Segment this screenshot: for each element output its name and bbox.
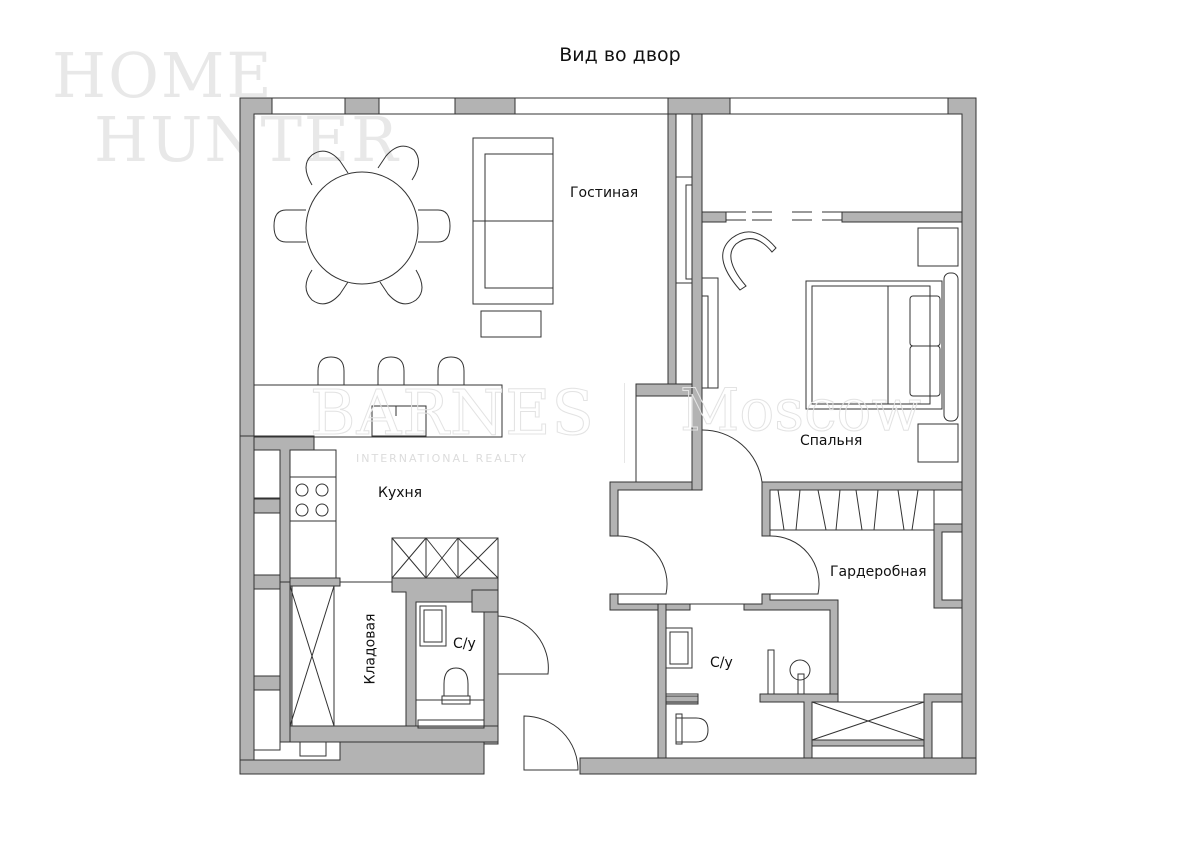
bottom-wall-left [239,741,485,775]
wc1-notch [471,589,499,613]
headboard [943,272,959,422]
pantry-bottom-wall [289,725,499,743]
international-realty-watermark: INTERNATIONAL REALTY [356,452,528,465]
bedroom-divider-right [841,211,963,223]
dining-chairs [273,145,451,305]
wardrobe-rack [769,489,935,531]
wc2-left-wall [657,603,667,759]
pier [253,498,281,514]
entry-closet [635,395,693,483]
room-label-kitchen: Кухня [378,485,423,501]
central-wall [667,113,677,387]
wc1-door [497,615,549,675]
top-pier-1 [344,97,380,115]
watermark-divider [624,383,625,463]
shaft-block [923,693,963,759]
bar-sink [371,405,427,437]
pier [253,675,281,691]
shaft-wall [811,739,925,747]
barnes-watermark: BARNES [310,376,595,450]
wardrobe-right-block [933,523,963,609]
bar-stool [317,356,345,385]
nightstand [917,227,959,267]
room-label-pantry: Кладовая [362,613,379,685]
wardrobe-left-lower [743,593,839,699]
watermark-line: HOME [52,39,274,112]
room-label-wardrobe: Гардеробная [830,564,927,580]
hall-door [617,535,668,595]
dining-table [305,171,419,285]
wc2-sink [665,627,693,669]
room-label-wc1: С/у [453,636,476,652]
moscow-watermark: Moscow [679,376,922,445]
bed [805,280,943,410]
wardrobe-door [769,535,820,595]
entrance-door [523,715,579,771]
wc2-partition [665,695,699,705]
hall-wall-top [609,481,693,537]
armchair [722,231,777,291]
left-wall-lower [239,435,255,775]
bottom-wall-right [579,757,977,775]
bar-stool [437,356,465,385]
shower-screen [767,649,775,695]
room-label-wc2: С/у [710,655,733,671]
left-cabinet [253,449,281,499]
plan-title: Вид во двор [559,44,681,66]
sliding-partition [726,211,842,221]
pier [253,574,281,590]
pantry-top-wall [289,577,341,587]
cooktop [289,476,337,522]
hall-wall-left-lower [609,593,691,611]
bedroom-door [701,429,763,483]
top-pier-2 [454,97,516,115]
room-label-bedroom: Спальня [800,433,863,449]
pillow [909,295,941,347]
pantry-shelving [289,585,335,727]
wc1-toilet [443,667,469,697]
shower-drain [789,659,811,681]
wc2-toilet [675,717,709,743]
closet-panel [675,176,693,284]
shaft [811,701,925,741]
outer-wall-right [947,97,977,775]
room-label-living: Гостиная [570,185,639,201]
nightstand [917,423,959,463]
closet-panel [701,277,719,389]
ottoman [480,310,542,338]
wc1-sink [419,605,447,647]
bar-stool [377,356,405,385]
top-pier-3 [667,97,731,115]
pillow [909,345,941,397]
tall-units [391,537,499,579]
bar-counter [253,384,503,438]
wc2-right-walls [759,693,839,759]
bedroom-divider-left [701,211,727,223]
